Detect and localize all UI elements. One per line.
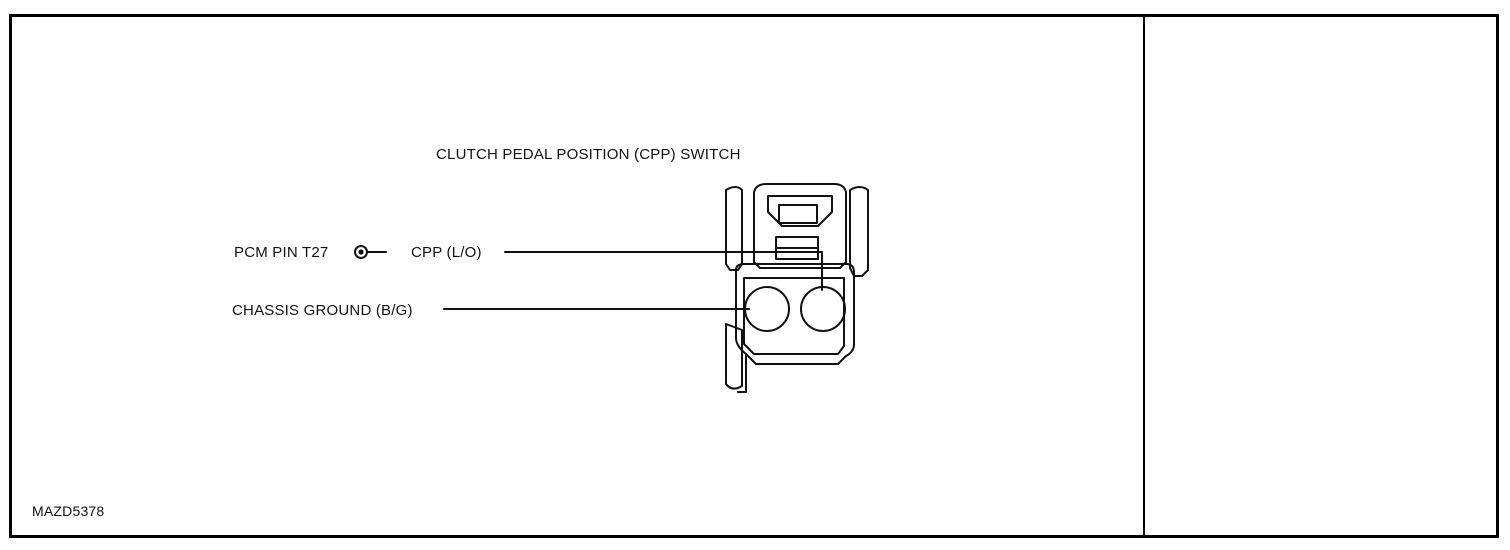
connector-body xyxy=(725,183,869,393)
diagram-title: CLUTCH PEDAL POSITION (CPP) SWITCH xyxy=(436,146,741,163)
cpp-wire-label: CPP (L/O) xyxy=(411,244,482,261)
frame-divider xyxy=(1143,14,1145,535)
pcm-terminal-icon xyxy=(354,245,387,259)
cpp-wire-line xyxy=(504,251,823,291)
figure-code: MAZD5378 xyxy=(32,503,105,519)
figure-frame xyxy=(9,14,1499,538)
chassis-ground-label: CHASSIS GROUND (B/G) xyxy=(232,302,413,319)
ground-pin-cavity xyxy=(744,286,790,332)
pcm-pin-label: PCM PIN T27 xyxy=(234,244,329,261)
cpp-pin-cavity xyxy=(800,286,846,332)
